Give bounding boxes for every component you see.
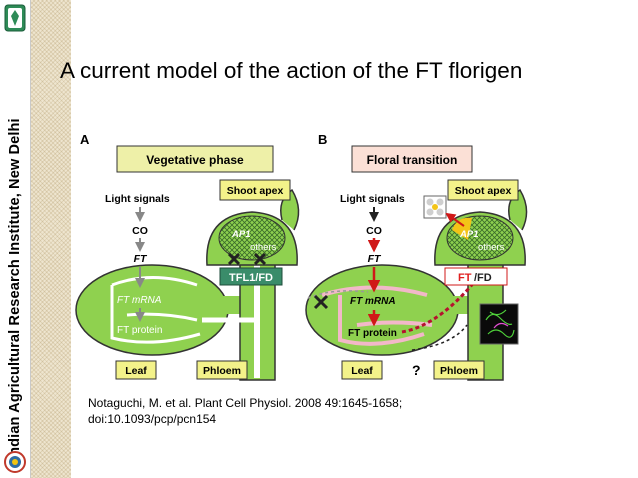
panel-b-complex-fd: /FD (474, 272, 492, 284)
panel-a-letter: A (80, 132, 90, 147)
decorative-stripe (31, 0, 71, 478)
panel-a-co: CO (132, 225, 148, 237)
panel-b-letter: B (318, 132, 327, 147)
panel-a-complex: TFL1/FD (229, 272, 273, 284)
institute-logo-icon (4, 4, 26, 32)
panel-b-phase-label: Floral transition (367, 153, 458, 167)
institute-name: Indian Agricultural Research Institute, … (7, 118, 23, 460)
panel-b-ft-protein: FT protein (348, 328, 397, 339)
panel-b-complex-box (444, 267, 508, 286)
panel-b-ft: FT (368, 253, 382, 265)
panel-a-phloem-box (196, 360, 248, 380)
citation-line-1: Notaguchi, M. et al. Plant Cell Physiol.… (88, 396, 403, 410)
emblem-icon (4, 451, 26, 473)
panel-b-phase-box (351, 145, 473, 173)
panel-b-light-signals: Light signals (340, 193, 405, 205)
panel-a-shoot-apex-box (219, 179, 291, 201)
panel-b-phloem-label: Phloem (440, 365, 478, 377)
panel-b-others: others (478, 242, 505, 253)
panel-a-leaf-box (115, 360, 157, 380)
citation: Notaguchi, M. et al. Plant Cell Physiol.… (88, 395, 402, 427)
panel-a-phloem-label: Phloem (203, 365, 241, 377)
panel-b-question-mark: ? (412, 362, 421, 378)
panel-a-phase-label: Vegetative phase (146, 153, 244, 167)
ft-florigen-diagram: A Vegetative phase Light signals CO FT F… (72, 120, 542, 390)
panel-a-phase-box (116, 145, 274, 173)
panel-b: B Floral transition Light signals CO FT … (305, 132, 528, 381)
panel-a-ft: FT (134, 253, 148, 265)
citation-line-2: doi:10.1093/pcp/pcn154 (88, 412, 217, 426)
sidebar: Indian Agricultural Research Institute, … (0, 0, 31, 478)
panel-a-ft-protein: FT protein (117, 325, 162, 336)
panel-a-shoot-apex: Shoot apex (227, 185, 284, 197)
flower-petals-icon (426, 198, 444, 216)
panel-a-meristem (218, 215, 286, 261)
panel-a-leaf-label: Leaf (125, 365, 147, 377)
panel-b-leaf-label: Leaf (351, 365, 373, 377)
slide-title: A current model of the action of the FT … (60, 58, 523, 83)
panel-a-ft-mrna: FT mRNA (117, 295, 162, 306)
panel-a-block-icons (227, 252, 267, 266)
panel-b-shoot-apex-box (447, 179, 519, 201)
panel-a-others: others (250, 242, 277, 253)
panel-a-ap1: AP1 (231, 229, 250, 240)
panel-b-ap1: AP1 (459, 229, 478, 240)
panel-b-complex-ft: FT (458, 272, 472, 284)
panel-b-ft-mrna: FT mRNA (350, 296, 396, 307)
panel-b-co: CO (366, 225, 382, 237)
panel-b-phloem-box (433, 360, 485, 380)
panel-b-leaf-box (341, 360, 383, 380)
panel-b-block-icon (313, 294, 329, 310)
panel-a: A Vegetative phase Light signals CO FT F… (75, 132, 300, 381)
panel-a-complex-box (219, 267, 283, 286)
panel-a-light-signals: Light signals (105, 193, 170, 205)
panel-b-shoot-apex: Shoot apex (455, 185, 512, 197)
